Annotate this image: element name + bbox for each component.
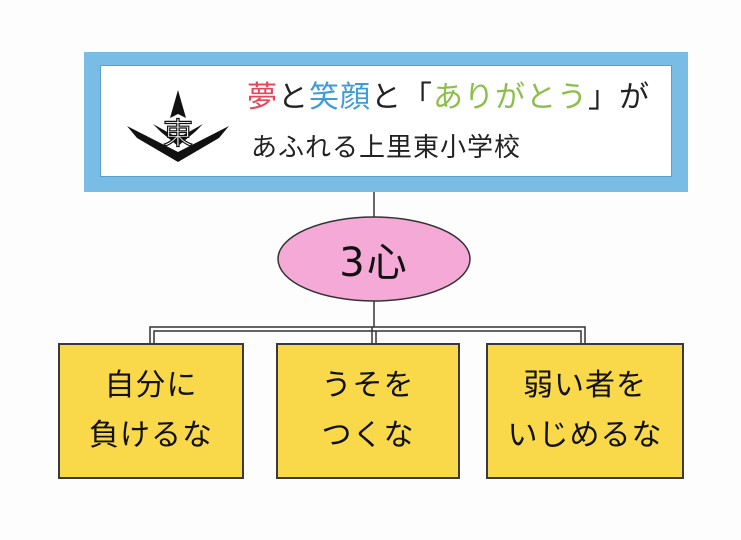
- header-frame: 東 夢と笑顔と「ありがとう」が あふれる上里東小学校: [84, 52, 688, 192]
- school-emblem-icon: 東: [127, 90, 229, 162]
- principle-3-line-1: 弱い者を: [523, 368, 647, 403]
- motto-particle-3: 」が: [588, 80, 650, 115]
- principle-1-line-1: 自分に: [104, 368, 198, 403]
- center-label: 3心: [339, 240, 409, 286]
- principle-box-1: 自分に 負けるな: [58, 343, 244, 479]
- center-ellipse: [277, 216, 471, 302]
- principle-2-line-1: うそを: [321, 368, 415, 403]
- principle-box-2: うそを つくな: [276, 343, 460, 479]
- motto-word-smile: 笑顔: [309, 80, 371, 115]
- svg-text:東: 東: [163, 117, 193, 152]
- principle-box-3: 弱い者を いじめるな: [486, 343, 684, 479]
- branch-line-bottom: [153, 330, 582, 343]
- header-panel: 東 夢と笑顔と「ありがとう」が あふれる上里東小学校: [100, 65, 672, 177]
- branch-line-top: [149, 326, 586, 343]
- motto-word-dream: 夢: [247, 80, 278, 115]
- principle-3-line-2: いじめるな: [507, 418, 663, 453]
- motto-line-1: 夢と笑顔と「ありがとう」が: [247, 78, 650, 118]
- center-node: 3心: [276, 215, 472, 303]
- principle-1-line-2: 負けるな: [89, 418, 213, 453]
- motto-particle-1: と: [278, 80, 309, 115]
- motto-line-2: あふれる上里東小学校: [251, 133, 522, 163]
- motto-particle-2: と「: [371, 80, 433, 115]
- principle-2-line-2: つくな: [321, 418, 415, 453]
- motto-word-thanks: ありがとう: [433, 80, 588, 115]
